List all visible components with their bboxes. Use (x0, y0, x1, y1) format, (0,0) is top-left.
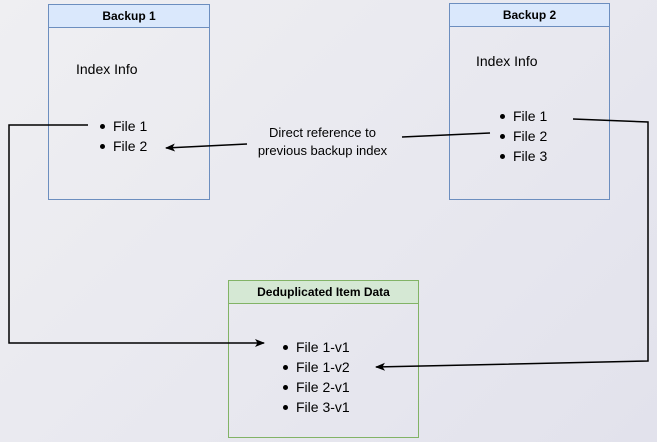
dedup-title: Deduplicated Item Data (229, 281, 418, 304)
file-item-label: File 1-v1 (296, 339, 350, 355)
bullet-icon (500, 113, 505, 119)
bullet-icon (500, 133, 505, 139)
file-item-label: File 2 (113, 138, 148, 154)
backup1-file-list: File 1 File 2 (100, 116, 147, 156)
bullet-icon (100, 123, 105, 129)
backup1-title: Backup 1 (49, 5, 209, 28)
backup2-box: Backup 2 Index Info File 1 File 2 File 3 (449, 3, 610, 200)
backup1-index-info-label: Index Info (76, 61, 138, 77)
dedup-file-list: File 1-v1 File 1-v2 File 2-v1 File 3-v1 (283, 337, 350, 417)
file-item-label: File 2-v1 (296, 379, 350, 395)
file-item: File 1-v1 (283, 337, 350, 357)
file-item: File 2 (100, 136, 147, 156)
file-item: File 2 (500, 126, 547, 146)
bullet-icon (500, 153, 505, 159)
file-item-label: File 1 (113, 118, 148, 134)
annotation-line1: Direct reference to (269, 125, 376, 140)
file-item-label: File 1-v2 (296, 359, 350, 375)
bullet-icon (283, 384, 288, 390)
file-item: File 1 (500, 106, 547, 126)
dedup-box: Deduplicated Item Data File 1-v1 File 1-… (228, 280, 419, 438)
file-item: File 2-v1 (283, 377, 350, 397)
bullet-icon (283, 404, 288, 410)
file-item-label: File 1 (513, 108, 548, 124)
bullet-icon (283, 344, 288, 350)
file-item: File 3 (500, 146, 547, 166)
file-item-label: File 2 (513, 128, 548, 144)
file-item: File 1 (100, 116, 147, 136)
file-item: File 3-v1 (283, 397, 350, 417)
annotation-line2: previous backup index (257, 143, 388, 158)
backup2-title: Backup 2 (450, 4, 609, 27)
direct-reference-annotation: Direct reference to previous backup inde… (240, 124, 405, 160)
backup1-box: Backup 1 Index Info File 1 File 2 (48, 4, 210, 200)
bullet-icon (283, 364, 288, 370)
backup2-file-list: File 1 File 2 File 3 (500, 106, 547, 166)
bullet-icon (100, 143, 105, 149)
file-item-label: File 3 (513, 148, 548, 164)
backup2-index-info-label: Index Info (476, 53, 538, 69)
file-item: File 1-v2 (283, 357, 350, 377)
file-item-label: File 3-v1 (296, 399, 350, 415)
